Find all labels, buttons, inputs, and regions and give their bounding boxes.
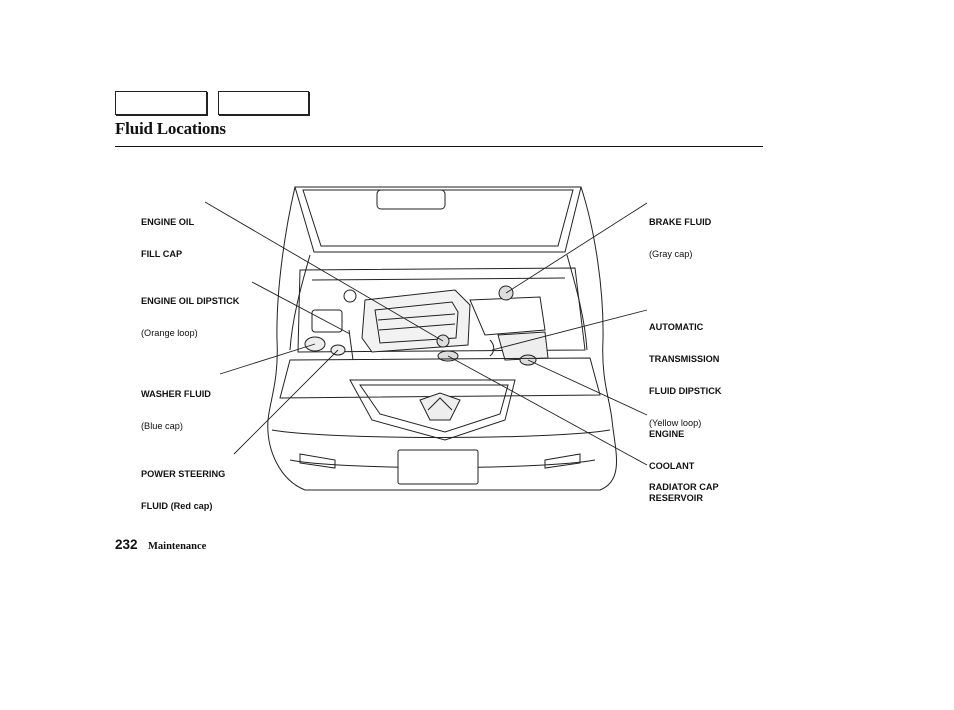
callout-line: ENGINE OIL DIPSTICK: [141, 296, 240, 307]
callout-line: COOLANT: [649, 460, 695, 471]
callout-power-steering-fluid: POWER STEERING FLUID (Red cap): [141, 448, 225, 522]
callout-radiator-cap: RADIATOR CAP: [649, 461, 719, 503]
callout-line: BRAKE FLUID: [649, 217, 712, 228]
callout-line: ENGINE OIL: [141, 217, 195, 228]
nav-button-previous[interactable]: [115, 91, 207, 115]
callout-sub: (Orange loop): [141, 327, 198, 338]
section-name: Maintenance: [148, 541, 207, 552]
callout-washer-fluid: WASHER FLUID (Blue cap): [141, 368, 211, 442]
callout-sub: (Gray cap): [649, 248, 693, 259]
page-number: 232: [115, 537, 138, 552]
callout-automatic-transmission-fluid-dipstick: AUTOMATIC TRANSMISSION FLUID DIPSTICK (Y…: [649, 301, 721, 439]
callout-sub: (Yellow loop): [649, 417, 702, 428]
callout-line: FILL CAP: [141, 248, 183, 259]
callout-line: WASHER FLUID: [141, 389, 211, 400]
nav-button-next[interactable]: [218, 91, 309, 115]
callout-engine-oil-dipstick: ENGINE OIL DIPSTICK (Orange loop): [141, 275, 239, 349]
callout-line: POWER STEERING: [141, 469, 226, 480]
callout-line: ENGINE: [649, 429, 685, 440]
title-rule: [115, 146, 763, 147]
callout-brake-fluid: BRAKE FLUID (Gray cap): [649, 196, 711, 270]
callout-line: FLUID DIPSTICK: [649, 385, 722, 396]
callout-line: RADIATOR CAP: [649, 482, 719, 493]
callout-line: TRANSMISSION: [649, 353, 720, 364]
callout-line: AUTOMATIC: [649, 322, 704, 333]
callout-engine-coolant-reservoir: ENGINE COOLANT RESERVOIR: [649, 408, 703, 514]
callout-line: RESERVOIR: [649, 492, 703, 503]
callout-line: FLUID (Red cap): [141, 500, 213, 511]
page-title: Fluid Locations: [115, 119, 226, 138]
callout-sub: (Blue cap): [141, 420, 183, 431]
callout-engine-oil-fill-cap: ENGINE OIL FILL CAP: [141, 196, 194, 270]
